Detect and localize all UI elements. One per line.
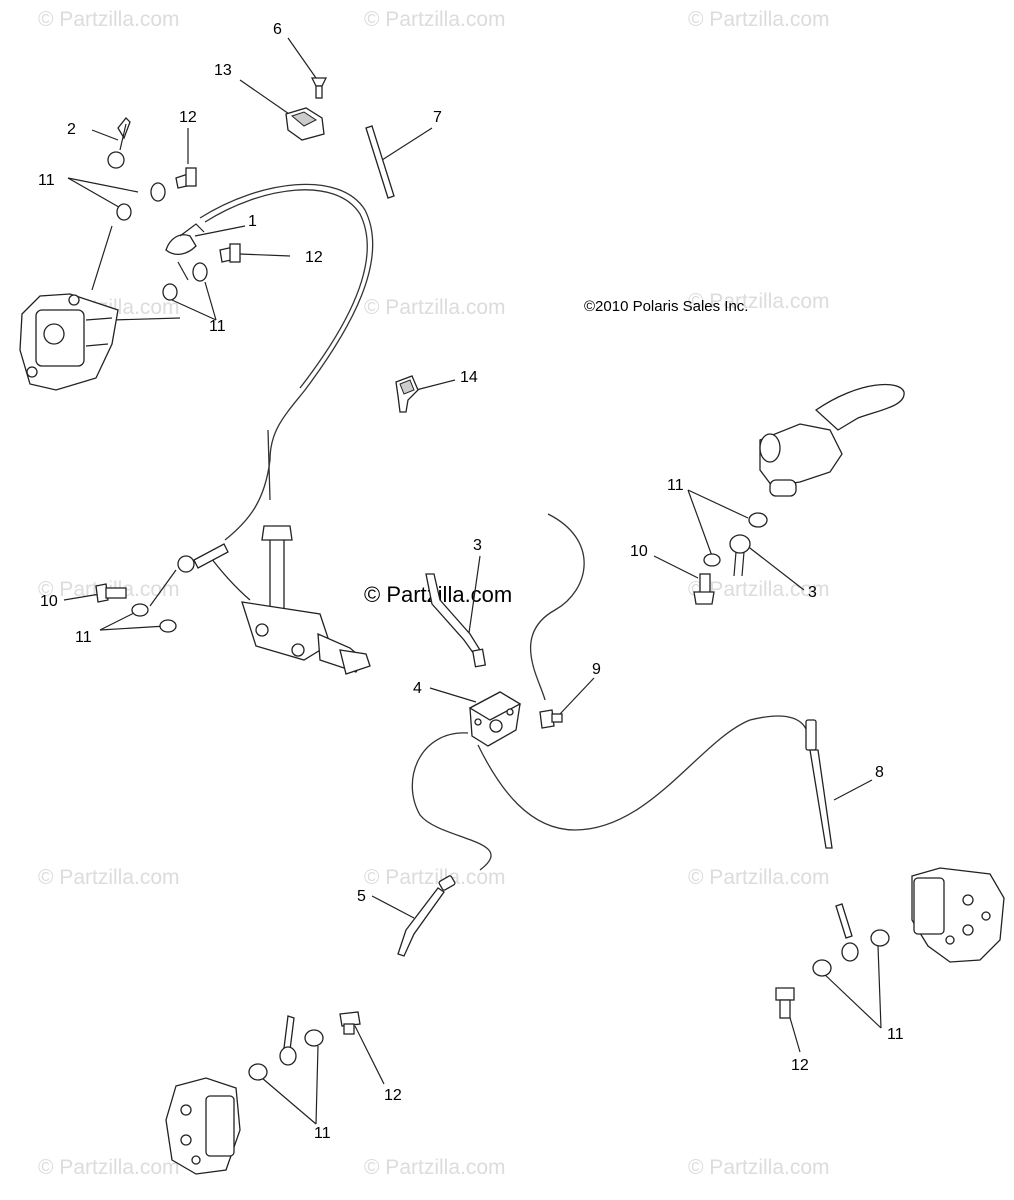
front-brake-hose [199, 183, 374, 541]
callout-11: 11 [887, 1026, 904, 1043]
brake-line-5 [397, 875, 456, 957]
watermark: © Partzilla.com [364, 866, 506, 889]
callout-11: 11 [209, 318, 226, 335]
callout-13: 13 [214, 62, 232, 79]
handlebar-master-cylinder [759, 383, 905, 497]
callout-12: 12 [791, 1057, 809, 1074]
callout-4: 4 [413, 680, 422, 697]
callout-7: 7 [433, 109, 442, 126]
screw-6 [310, 77, 328, 99]
callout-3: 3 [473, 537, 482, 554]
watermark: © Partzilla.com [688, 578, 830, 601]
master-cylinder [207, 525, 371, 675]
callout-10: 10 [630, 543, 648, 560]
bolt-9 [539, 709, 563, 729]
washer-11 [703, 553, 721, 567]
washer-11 [159, 619, 177, 633]
watermark: © Partzilla.com [364, 8, 506, 31]
callout-11: 11 [667, 477, 684, 494]
banjo-fitting-3 [729, 534, 751, 554]
front-left-caliper [19, 293, 119, 391]
rear-right-fittings [775, 903, 890, 1019]
clip-13 [285, 107, 325, 141]
hose-end [193, 543, 229, 569]
brake-line-3 [425, 573, 487, 668]
leader-lines [63, 37, 882, 1125]
callout-10: 10 [40, 593, 58, 610]
watermark: © Partzilla.com [688, 1156, 830, 1179]
callout-8: 8 [875, 764, 884, 781]
copyright-notice: ©2010 Polaris Sales Inc. [584, 298, 749, 315]
watermark: © Partzilla.com [38, 8, 180, 31]
callout-11: 11 [38, 172, 55, 189]
rear-right-caliper [911, 867, 1005, 963]
watermark: © Partzilla.com [688, 866, 830, 889]
watermark: © Partzilla.com [688, 8, 830, 31]
callout-5: 5 [357, 888, 366, 905]
callout-2: 2 [67, 121, 76, 138]
brake-line-8 [805, 719, 833, 849]
front-brake-hose-inner [204, 189, 368, 389]
watermark: © Partzilla.com [688, 290, 830, 313]
junction-block-4 [468, 691, 522, 747]
callout-12: 12 [305, 249, 323, 266]
callout-14: 14 [460, 369, 478, 386]
clip-14 [395, 375, 419, 413]
callout-1: 1 [248, 213, 257, 230]
watermark: © Partzilla.com [38, 866, 180, 889]
bolt-10-right [693, 573, 715, 605]
banjo-fitting [177, 555, 195, 573]
callout-6: 6 [273, 21, 282, 38]
callout-3: 3 [808, 584, 817, 601]
rear-left-fittings [248, 1011, 361, 1081]
rear-left-caliper [165, 1077, 241, 1175]
washer-11 [131, 603, 149, 617]
callout-12: 12 [179, 109, 197, 126]
washer-11 [748, 512, 768, 528]
watermark: © Partzilla.com [364, 1156, 506, 1179]
callout-9: 9 [592, 661, 601, 678]
tie-strap-7 [365, 125, 395, 199]
callout-11: 11 [314, 1125, 331, 1142]
bolt-10-left [95, 583, 127, 603]
watermark: © Partzilla.com [38, 1156, 180, 1179]
watermark: © Partzilla.com [364, 296, 506, 319]
top-left-fittings [107, 117, 241, 301]
callout-11: 11 [75, 629, 92, 646]
callout-12: 12 [384, 1087, 402, 1104]
